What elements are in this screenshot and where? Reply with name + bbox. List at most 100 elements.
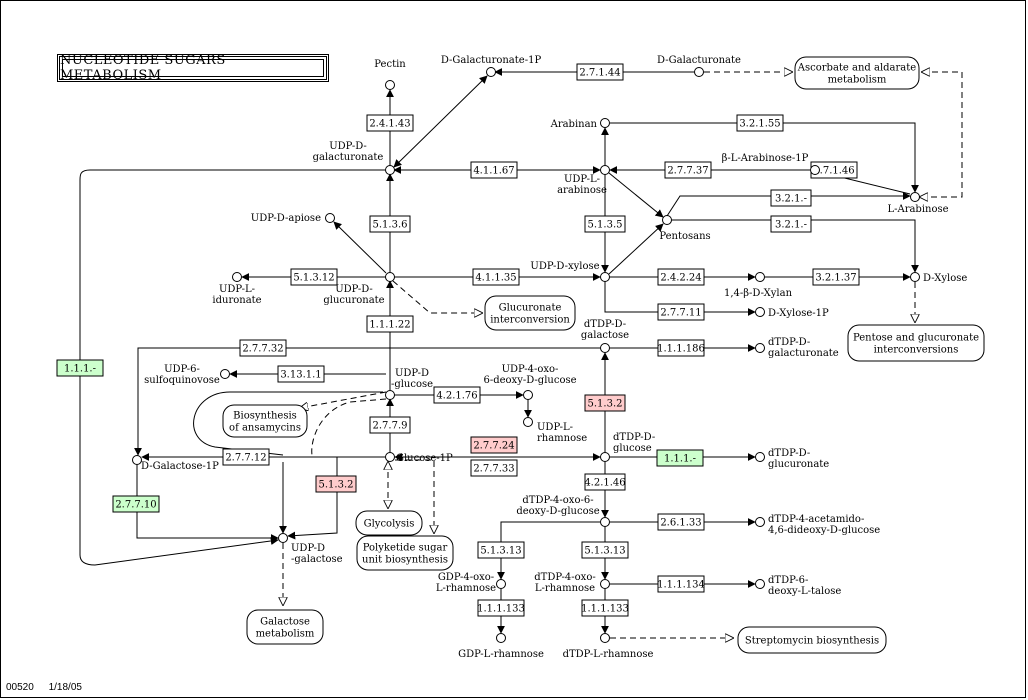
compound-udp-l-iduronate[interactable]: UDP-L-iduronate bbox=[212, 272, 262, 307]
enzyme-box[interactable] bbox=[657, 268, 705, 286]
enzyme-box[interactable] bbox=[470, 436, 518, 454]
pathway-box[interactable] bbox=[222, 404, 308, 438]
pathway-streptomycin[interactable]: Streptomycin biosynthesis bbox=[737, 626, 887, 654]
compound-node[interactable] bbox=[755, 452, 765, 462]
enzyme-2-7-7-37[interactable]: 2.7.7.37 bbox=[664, 161, 712, 179]
enzyme-box[interactable] bbox=[657, 513, 705, 531]
enzyme-box[interactable] bbox=[657, 575, 705, 593]
enzyme-1-1-1-134[interactable]: 1.1.1.134 bbox=[657, 575, 705, 593]
enzyme-5-1-3-13-a[interactable]: 5.1.3.13 bbox=[477, 541, 525, 559]
enzyme-3-2-1-a[interactable]: 3.2.1.- bbox=[770, 189, 812, 207]
enzyme-5-1-3-13-b[interactable]: 5.1.3.13 bbox=[581, 541, 629, 559]
enzyme-box[interactable] bbox=[112, 495, 160, 513]
compound-dtdp-6-deoxy-l-talose[interactable]: dTDP-6-deoxy-L-talose bbox=[755, 575, 842, 597]
pathway-box[interactable] bbox=[794, 56, 920, 90]
enzyme-box[interactable] bbox=[470, 459, 518, 477]
enzyme-box[interactable] bbox=[477, 599, 525, 617]
compound-gdp-4-oxo-l-rhamnose[interactable]: GDP-4-oxo-L-rhamnose bbox=[436, 572, 506, 594]
compound-node[interactable] bbox=[755, 272, 765, 282]
enzyme-box[interactable] bbox=[470, 161, 518, 179]
map-title[interactable]: NUCLEOTIDE SUGARS METABOLISM bbox=[57, 53, 329, 83]
enzyme-box[interactable] bbox=[315, 475, 357, 493]
compound-udp-4-oxo-6-deoxy-d-glucose[interactable]: UDP-4-oxo-6-deoxy-D-glucose bbox=[483, 364, 577, 400]
enzyme-3-2-1-37[interactable]: 3.2.1.37 bbox=[812, 268, 860, 286]
compound-node[interactable] bbox=[278, 533, 288, 543]
compound-node[interactable] bbox=[910, 192, 920, 202]
enzyme-box[interactable] bbox=[657, 339, 705, 357]
enzyme-box[interactable] bbox=[584, 394, 626, 412]
enzyme-3-13-1-1[interactable]: 3.13.1.1 bbox=[277, 365, 325, 383]
compound-pentosans[interactable]: Pentosans bbox=[659, 215, 711, 243]
enzyme-5-1-3-2-a[interactable]: 5.1.3.2 bbox=[584, 394, 626, 412]
compound-node[interactable] bbox=[600, 272, 610, 282]
compound-node[interactable] bbox=[600, 452, 610, 462]
enzyme-box[interactable] bbox=[581, 541, 629, 559]
compound-dtdp-4-acetamido[interactable]: dTDP-4-acetamido-4,6-dideoxy-D-glucose bbox=[755, 514, 881, 536]
compound-b-1-4-d-xylan[interactable]: 1,4-β-D-Xylan bbox=[724, 272, 793, 300]
compound-d-xylose-1p[interactable]: D-Xylose-1P bbox=[755, 307, 830, 320]
enzyme-4-1-1-67[interactable]: 4.1.1.67 bbox=[470, 161, 518, 179]
compound-node[interactable] bbox=[694, 67, 704, 77]
enzyme-box[interactable] bbox=[366, 315, 414, 333]
compound-node[interactable] bbox=[385, 165, 395, 175]
compound-node[interactable] bbox=[325, 213, 335, 223]
pathway-box[interactable] bbox=[246, 609, 324, 645]
enzyme-box[interactable] bbox=[584, 215, 626, 233]
enzyme-2-7-7-11[interactable]: 2.7.7.11 bbox=[657, 303, 705, 321]
enzyme-1-1-1-186[interactable]: 1.1.1.186 bbox=[657, 339, 705, 357]
enzyme-5-1-3-12[interactable]: 5.1.3.12 bbox=[290, 268, 338, 286]
compound-beta-l-arabinose-1p[interactable]: β-L-Arabinose-1P bbox=[722, 153, 820, 175]
enzyme-box[interactable] bbox=[770, 189, 812, 207]
compound-dtdp-d-glucose[interactable]: dTDP-D-glucose bbox=[600, 432, 656, 462]
enzyme-2-4-2-24[interactable]: 2.4.2.24 bbox=[657, 268, 705, 286]
enzyme-4-2-1-76[interactable]: 4.2.1.76 bbox=[433, 386, 481, 404]
compound-node[interactable] bbox=[755, 579, 765, 589]
enzyme-2-6-1-33[interactable]: 2.6.1.33 bbox=[657, 513, 705, 531]
compound-node[interactable] bbox=[600, 517, 610, 527]
compound-node[interactable] bbox=[910, 272, 920, 282]
pathway-box[interactable] bbox=[356, 535, 454, 571]
compound-dtdp-d-glucuronate[interactable]: dTDP-D-glucuronate bbox=[755, 448, 830, 470]
compound-node[interactable] bbox=[486, 67, 496, 77]
enzyme-1-1-1-22[interactable]: 1.1.1.22 bbox=[366, 315, 414, 333]
compound-glucose-1p[interactable]: Glucose-1P bbox=[385, 452, 454, 465]
enzyme-box[interactable] bbox=[369, 416, 411, 434]
enzyme-box[interactable] bbox=[366, 114, 414, 132]
enzyme-4-1-1-35[interactable]: 4.1.1.35 bbox=[472, 268, 520, 286]
enzyme-5-1-3-2-b[interactable]: 5.1.3.2 bbox=[315, 475, 357, 493]
compound-node[interactable] bbox=[132, 455, 142, 465]
compound-dtdp-d-galactose[interactable]: dTDP-D-galactose bbox=[581, 319, 629, 353]
compound-node[interactable] bbox=[496, 633, 506, 643]
compound-node[interactable] bbox=[220, 369, 230, 379]
enzyme-box[interactable] bbox=[477, 541, 525, 559]
enzyme-3-2-1-b[interactable]: 3.2.1.- bbox=[770, 215, 812, 233]
compound-node[interactable] bbox=[600, 579, 610, 589]
compound-node[interactable] bbox=[385, 390, 395, 400]
enzyme-box[interactable] bbox=[657, 303, 705, 321]
enzyme-box[interactable] bbox=[472, 268, 520, 286]
pathway-box[interactable] bbox=[355, 510, 423, 536]
compound-d-galacturonate-1p[interactable]: D-Galacturonate-1P bbox=[441, 55, 542, 77]
compound-udp-d-galacturonate[interactable]: UDP-D-galacturonate bbox=[313, 141, 395, 175]
compound-node[interactable] bbox=[662, 215, 672, 225]
compound-gdp-l-rhamnose[interactable]: GDP-L-rhamnose bbox=[458, 633, 544, 661]
compound-l-arabinose[interactable]: L-Arabinose bbox=[887, 192, 949, 216]
compound-node[interactable] bbox=[523, 417, 533, 427]
compound-udp-d-glucose[interactable]: UDP-D-glucose bbox=[385, 368, 434, 400]
enzyme-1-1-1-a[interactable]: 1.1.1.- bbox=[56, 359, 104, 377]
compound-node[interactable] bbox=[385, 80, 395, 90]
compound-node[interactable] bbox=[600, 343, 610, 353]
pathway-box[interactable] bbox=[737, 626, 887, 654]
compound-node[interactable] bbox=[385, 452, 395, 462]
enzyme-box[interactable] bbox=[664, 161, 712, 179]
enzyme-2-7-7-12[interactable]: 2.7.7.12 bbox=[222, 448, 270, 466]
pathway-box[interactable] bbox=[484, 295, 576, 331]
compound-node[interactable] bbox=[755, 307, 765, 317]
pathway-box[interactable] bbox=[847, 324, 985, 362]
enzyme-1-1-1-b[interactable]: 1.1.1.- bbox=[656, 449, 704, 467]
compound-udp-d-apiose[interactable]: UDP-D-apiose bbox=[251, 213, 335, 224]
